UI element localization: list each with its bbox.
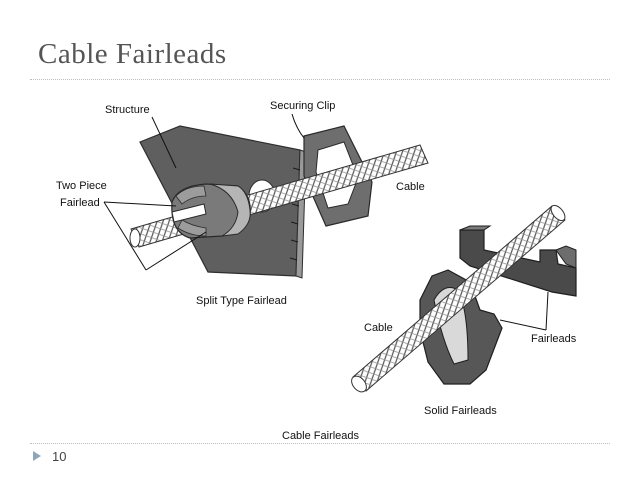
title-divider <box>30 79 610 80</box>
label-fairleads: Fairleads <box>531 333 577 345</box>
footer-divider <box>30 443 610 444</box>
page-number: 10 <box>52 449 67 464</box>
label-solid-fairleads: Solid Fairleads <box>424 405 497 417</box>
label-two-piece: Two Piece <box>56 180 107 192</box>
label-split-type-fairlead: Split Type Fairlead <box>196 295 287 307</box>
label-cable-bottom: Cable <box>364 322 393 334</box>
label-cable-top: Cable <box>396 181 425 193</box>
slotted-fairlead <box>459 229 577 297</box>
label-securing-clip: Securing Clip <box>270 100 335 112</box>
triangle-bullet-icon <box>33 451 41 461</box>
slide-title: Cable Fairleads <box>38 38 227 70</box>
label-structure: Structure <box>105 104 150 116</box>
figure-caption: Cable Fairleads <box>282 430 360 442</box>
label-fairlead: Fairlead <box>60 197 100 209</box>
